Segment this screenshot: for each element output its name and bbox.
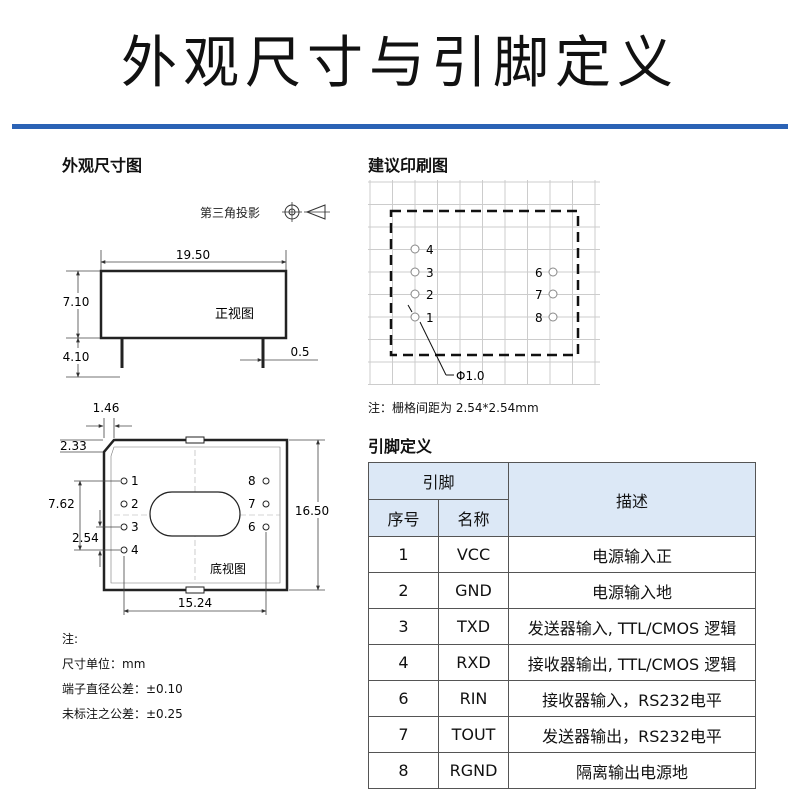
pin-number: 7 bbox=[368, 716, 439, 753]
pin-name: GND bbox=[437, 572, 510, 609]
bottom-pin-4: 4 bbox=[120, 543, 139, 557]
pin-name: TXD bbox=[437, 608, 510, 645]
pin-description: 发送器输入, TTL/CMOS 逻辑 bbox=[508, 608, 757, 645]
bottom-pin-3: 3 bbox=[120, 520, 139, 534]
pin-number: 3 bbox=[368, 608, 439, 645]
dim-offset-x: 1.46 bbox=[93, 401, 120, 415]
pin-number: 4 bbox=[368, 644, 439, 681]
page-title: 外观尺寸与引脚定义 bbox=[121, 31, 679, 96]
svg-text:7: 7 bbox=[535, 288, 543, 302]
bottom-pin-7: 7 bbox=[248, 497, 270, 511]
pin-name: TOUT bbox=[437, 716, 510, 753]
svg-text:8: 8 bbox=[248, 474, 256, 488]
pin-name: VCC bbox=[437, 536, 510, 573]
pcb-hole-label: Φ1.0 bbox=[456, 369, 485, 383]
pin-number: 1 bbox=[368, 536, 439, 573]
pcb-pin-3: 3 bbox=[410, 266, 434, 280]
pin-name: RXD bbox=[437, 644, 510, 681]
svg-text:6: 6 bbox=[248, 520, 256, 534]
pcb-pin-6: 6 bbox=[535, 266, 558, 280]
dim-body-height: 16.50 bbox=[295, 504, 329, 518]
bottom-pin-6: 6 bbox=[248, 520, 270, 534]
pcb-layout-heading: 建议印刷图 bbox=[368, 156, 449, 175]
bottom-pin-8: 8 bbox=[248, 474, 270, 488]
pcb-pin-8: 8 bbox=[535, 311, 558, 325]
svg-text:8: 8 bbox=[535, 311, 543, 325]
pin-description: 隔离输出电源地 bbox=[508, 752, 757, 789]
dim-height: 7.10 bbox=[63, 295, 90, 309]
pin-number: 8 bbox=[368, 752, 439, 789]
dim-col-span: 15.24 bbox=[178, 596, 212, 610]
pin-number: 2 bbox=[368, 572, 439, 609]
svg-text:4: 4 bbox=[426, 243, 434, 257]
dim-offset-y: 2.33 bbox=[60, 439, 87, 453]
dimension-heading: 外观尺寸图 bbox=[62, 156, 143, 175]
header-description: 描述 bbox=[508, 462, 757, 537]
svg-text:1: 1 bbox=[131, 474, 139, 488]
pcb-outline bbox=[389, 209, 580, 357]
pcb-pin-4: 4 bbox=[410, 243, 434, 257]
header-pin-group: 引脚 bbox=[367, 462, 510, 500]
bottom-pin-2: 2 bbox=[120, 497, 139, 511]
header-name: 名称 bbox=[437, 499, 510, 537]
front-view-label: 正视图 bbox=[215, 307, 254, 322]
svg-text:7: 7 bbox=[248, 497, 256, 511]
grid-note: 注：栅格间距为 2.54*2.54mm bbox=[368, 401, 539, 415]
bottom-view-slot bbox=[149, 491, 241, 537]
third-angle-projection-icon bbox=[282, 202, 330, 222]
pcb-pin-1: 1 bbox=[410, 311, 434, 325]
svg-text:6: 6 bbox=[535, 266, 543, 280]
svg-text:2: 2 bbox=[131, 497, 139, 511]
pin-name: RGND bbox=[437, 752, 510, 789]
pin-name: RIN bbox=[437, 680, 510, 717]
svg-text:4: 4 bbox=[131, 543, 139, 557]
dim-pin-length: 4.10 bbox=[63, 350, 90, 364]
notes-unit: 尺寸单位：mm bbox=[62, 657, 146, 671]
pin-number: 6 bbox=[368, 680, 439, 717]
dim-pin-width: 0.5 bbox=[290, 345, 309, 359]
bottom-pin-1: 1 bbox=[120, 474, 139, 488]
pin-definition-heading: 引脚定义 bbox=[368, 437, 433, 456]
pin-description: 接收器输出, TTL/CMOS 逻辑 bbox=[508, 644, 757, 681]
svg-text:3: 3 bbox=[426, 266, 434, 280]
svg-text:2: 2 bbox=[426, 288, 434, 302]
dim-pin-pitch: 2.54 bbox=[72, 531, 99, 545]
projection-label: 第三角投影 bbox=[200, 205, 260, 220]
svg-text:3: 3 bbox=[131, 520, 139, 534]
pcb-pin-7: 7 bbox=[535, 288, 558, 302]
header-number: 序号 bbox=[368, 499, 439, 537]
dimension-notes: 注: 尺寸单位：mm 端子直径公差：±0.10 未标注之公差：±0.25 bbox=[62, 627, 183, 727]
notes-label: 注: bbox=[62, 632, 79, 646]
svg-text:1: 1 bbox=[426, 311, 434, 325]
title-divider bbox=[12, 124, 788, 129]
pin-description: 接收器输入，RS232电平 bbox=[508, 680, 757, 717]
notes-other-tolerance: 未标注之公差：±0.25 bbox=[62, 707, 183, 721]
front-view-body bbox=[99, 269, 288, 340]
pin-description: 发送器输出，RS232电平 bbox=[508, 716, 757, 753]
notes-pin-tolerance: 端子直径公差：±0.10 bbox=[62, 682, 183, 696]
dimension-drawing: 第三角投影 正视图 19.50 7.10 4.10 0.5 底视图 1 2 3 … bbox=[44, 202, 334, 615]
dim-row-span: 7.62 bbox=[48, 497, 75, 511]
dim-width: 19.50 bbox=[176, 248, 210, 262]
pin-description: 电源输入正 bbox=[508, 536, 757, 573]
pin-description: 电源输入地 bbox=[508, 572, 757, 609]
pcb-pin-2: 2 bbox=[410, 288, 434, 302]
pcb-layout-grid: 4 3 2 1 6 7 8 Φ1.0 bbox=[368, 180, 600, 385]
bottom-view-label: 底视图 bbox=[210, 561, 246, 576]
